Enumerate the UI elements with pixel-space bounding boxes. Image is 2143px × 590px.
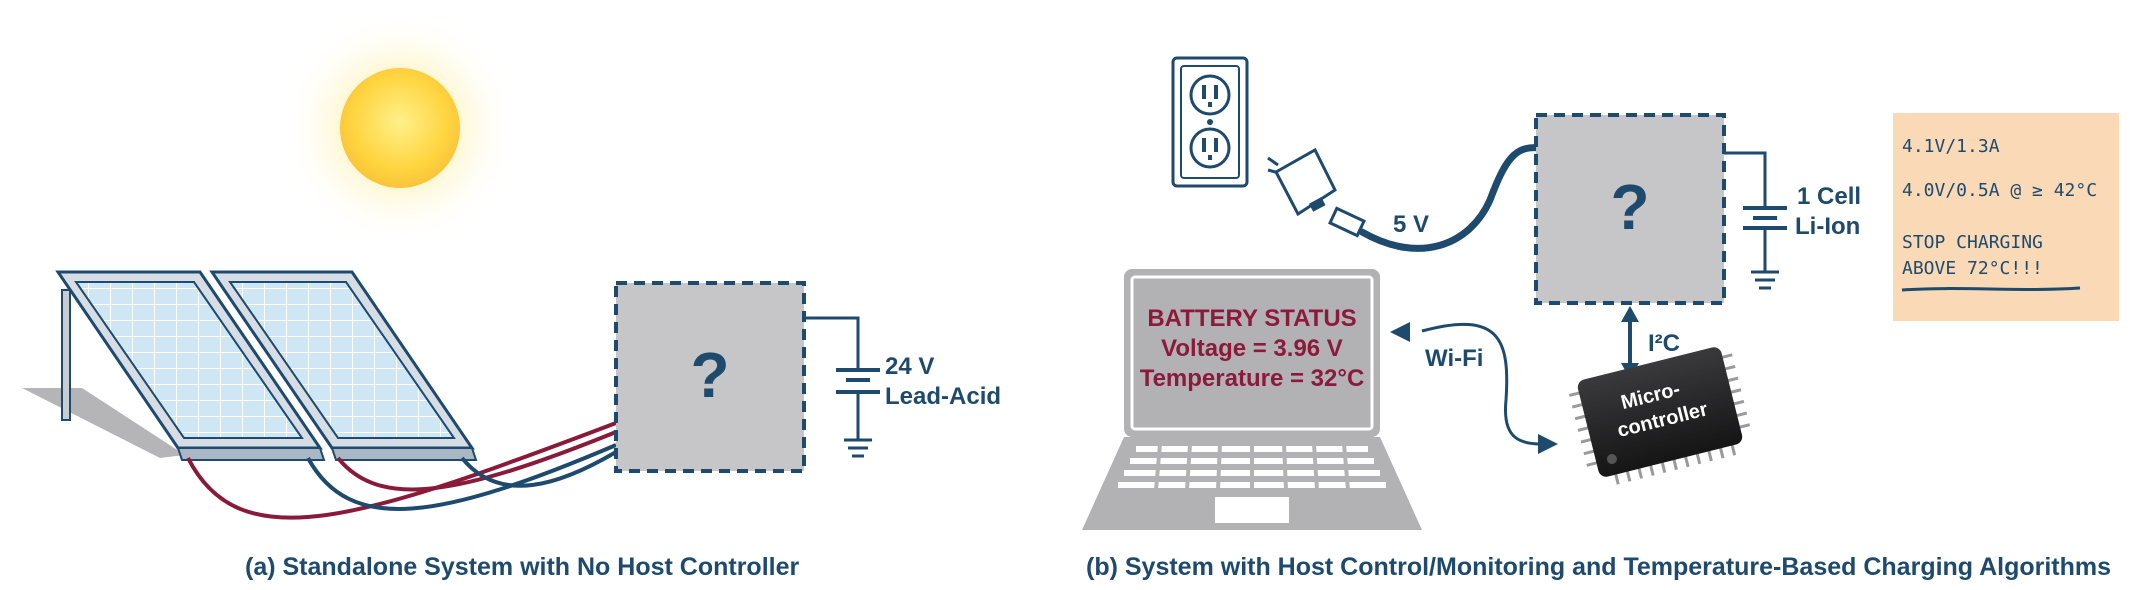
battery-type-b: Li-Ion	[1795, 213, 1860, 240]
unknown-charger-mark-b: ?	[1610, 171, 1649, 243]
battery-voltage-a: 24 V	[885, 353, 934, 380]
wall-outlet-icon	[1171, 56, 1249, 188]
usb-adapter-icon	[1267, 147, 1366, 238]
solar-wires	[186, 421, 618, 520]
ground-symbol-icon	[1751, 270, 1779, 290]
battery-symbol-icon	[804, 316, 880, 440]
sticky-note: 4.1V/1.3A 4.0V/0.5A @ ≥ 42°C STOP CHARGI…	[1893, 113, 2119, 321]
screen-title: BATTERY STATUS	[1147, 305, 1356, 332]
unknown-charger-mark-a: ?	[690, 339, 729, 411]
usb-cable	[1358, 144, 1544, 252]
laptop-icon	[1082, 269, 1422, 530]
wifi-label: Wi-Fi	[1425, 345, 1483, 372]
caption-panel-a: (a) Standalone System with No Host Contr…	[245, 553, 800, 581]
ground-symbol-icon	[844, 438, 872, 458]
sun-icon	[280, 8, 520, 248]
battery-type-a: Lead-Acid	[885, 383, 1001, 410]
caption-panel-b: (b) System with Host Control/Monitoring …	[1086, 553, 2112, 581]
screen-temperature: Temperature = 32°C	[1140, 365, 1365, 392]
note-line3: STOP CHARGING	[1902, 232, 2043, 253]
charger-box-a: ?	[614, 281, 806, 473]
note-line2: 4.0V/0.5A @ ≥ 42°C	[1902, 180, 2097, 201]
i2c-label: I²C	[1648, 330, 1680, 357]
note-line4: ABOVE 72°C!!!	[1902, 258, 2043, 279]
screen-voltage: Voltage = 3.96 V	[1161, 335, 1343, 362]
battery-cells-b: 1 Cell	[1797, 183, 1861, 210]
supply-voltage-label: 5 V	[1393, 211, 1429, 238]
wifi-link-arrow	[1390, 322, 1558, 454]
solar-panel-icon	[22, 270, 478, 461]
microcontroller-chip-icon: Micro- controller	[1568, 347, 1751, 485]
note-line1: 4.1V/1.3A	[1902, 136, 2000, 157]
battery-symbol-icon	[1724, 151, 1787, 272]
charger-box-b: ?	[1534, 113, 1726, 305]
